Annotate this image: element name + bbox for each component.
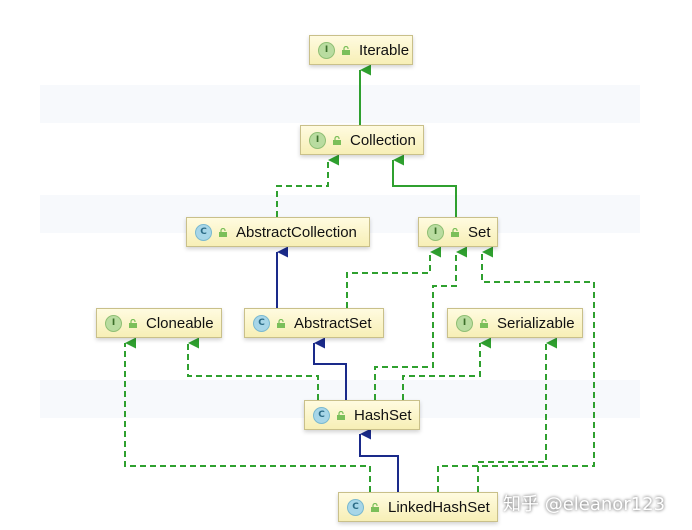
node-serializable: I Serializable [447,308,583,338]
node-hashset: C HashSet [304,400,420,430]
edge-linkedhashset-cloneable [124,337,371,492]
node-label: Iterable [359,41,410,59]
lock-icon [277,318,285,328]
node-label: AbstractCollection [236,223,357,241]
node-iterable: I Iterable [309,35,413,65]
lock-icon [333,135,341,145]
lock-icon [337,410,345,420]
class-icon: C [313,406,330,424]
node-collection: I Collection [300,125,424,155]
node-label: Collection [350,131,416,149]
interface-icon: I [427,223,444,241]
row-band [40,85,640,123]
node-label: HashSet [354,406,412,424]
node-set: I Set [418,217,498,247]
node-abstractset: C AbstractSet [244,308,384,338]
edge-hashset-set [374,246,467,400]
lock-icon [480,318,488,328]
class-icon: C [195,223,212,241]
edge-abstractset-set [346,246,441,308]
edge-hashset-abstractset [313,337,347,400]
node-label: Serializable [497,314,575,332]
edge-hashset-cloneable [187,337,319,400]
node-cloneable: I Cloneable [96,308,222,338]
lock-icon [451,227,459,237]
edge-linkedhashset-set [437,246,595,492]
node-linkedhashset: C LinkedHashSet [338,492,498,522]
lock-icon [219,227,227,237]
edge-hashset-serializable [402,337,491,400]
node-label: Set [468,223,491,241]
node-label: AbstractSet [294,314,372,332]
interface-icon: I [309,131,326,149]
node-label: Cloneable [146,314,214,332]
edge-set-collection [392,154,457,217]
node-label: LinkedHashSet [388,498,490,516]
node-abstractcollection: C AbstractCollection [186,217,370,247]
class-icon: C [253,314,270,332]
edge-abstractcollection-collection [276,154,339,217]
interface-icon: I [318,41,335,59]
lock-icon [342,45,350,55]
edge-linkedhashset-hashset [359,428,399,492]
edge-linkedhashset-serializable [477,337,557,492]
interface-icon: I [456,314,473,332]
class-icon: C [347,498,364,516]
interface-icon: I [105,314,122,332]
lock-icon [129,318,137,328]
lock-icon [371,502,379,512]
watermark: 知乎 @eleanor123 [503,494,666,515]
